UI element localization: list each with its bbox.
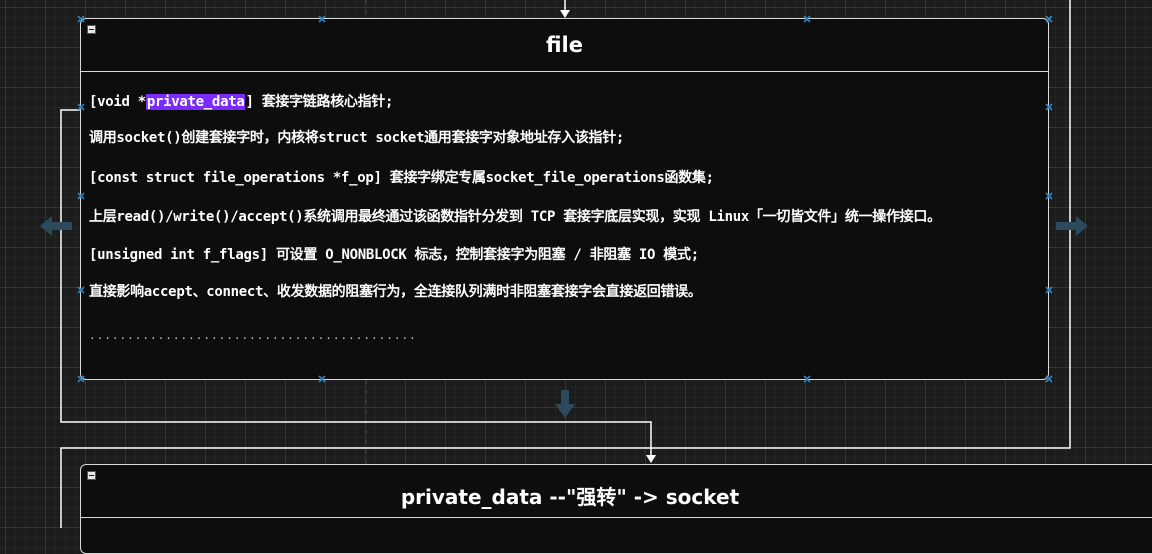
ellipsis-row: ........................................… xyxy=(89,329,417,342)
file-title: file xyxy=(545,33,583,57)
field-private-data[interactable]: [void *private_data] 套接字链路核心指针; xyxy=(89,94,394,110)
diagram-canvas xyxy=(40,0,1088,528)
private-data-connector[interactable] xyxy=(60,109,652,457)
field-f-op: [const struct file_operations *f_op] 套接字… xyxy=(89,170,714,186)
socket-title: private_data --"强转" -> socket xyxy=(400,485,740,509)
field-private-data-desc: 调用socket()创建套接字时，内核将struct socket通用套接字对象… xyxy=(89,130,625,146)
socket-collapse-toggle-icon[interactable] xyxy=(87,471,96,480)
collapse-toggle-icon[interactable] xyxy=(87,25,96,34)
field-f-op-desc: 上层read()/write()/accept()系统调用最终通过该函数指针分发… xyxy=(89,209,941,225)
socket-container[interactable]: private_data --"强转" -> socket xyxy=(80,464,1152,554)
socket-title-divider xyxy=(81,517,1152,518)
title-divider xyxy=(81,71,1048,72)
down-hint-arrow-icon[interactable] xyxy=(555,390,575,418)
left-hint-arrow-icon[interactable] xyxy=(40,216,72,236)
incoming-arrowhead xyxy=(560,10,570,18)
field-f-flags-desc: 直接影响accept、connect、收发数据的阻塞行为，全连接队列满时非阻塞套… xyxy=(89,284,702,300)
private-data-arrowhead xyxy=(646,455,656,463)
private-data-highlight: private_data xyxy=(145,94,246,110)
field-f-flags: [unsigned int f_flags] 可设置 O_NONBLOCK 标志… xyxy=(89,247,699,263)
right-hint-arrow-icon[interactable] xyxy=(1056,216,1088,236)
